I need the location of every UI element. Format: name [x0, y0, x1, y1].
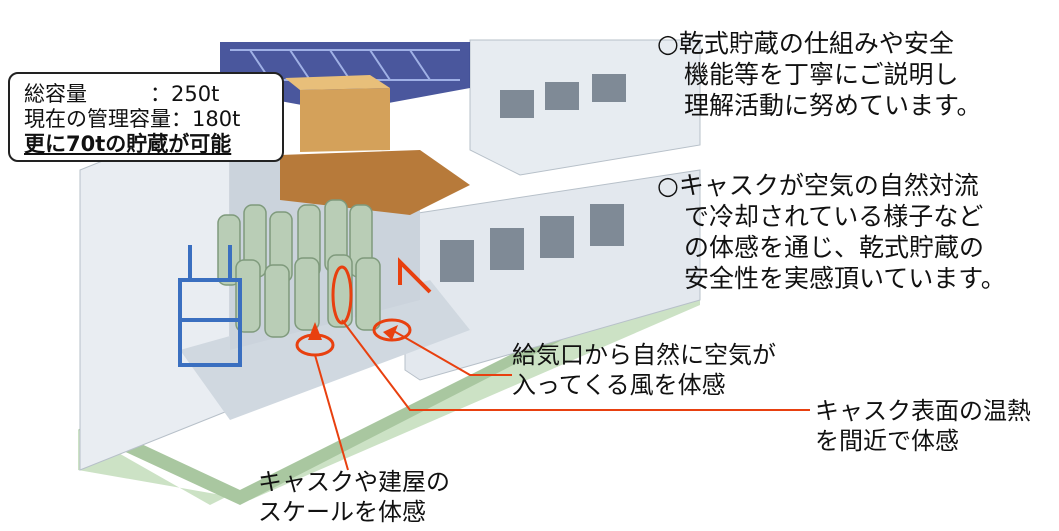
crane-box [300, 88, 390, 152]
anno-air-intake-line1: 給気口から自然に空気が [512, 341, 776, 369]
vent-group-upper [500, 74, 626, 118]
ground-grass [78, 240, 700, 505]
note-convection-line4: 安全性を実感頂いています。 [684, 264, 1006, 293]
callout-lines [314, 319, 810, 471]
note-explanation-line1: ○乾式貯蔵の仕組みや安全 [657, 29, 954, 58]
hall-left-wall [79, 109, 231, 471]
note-convection-line1: ○キャスクが空気の自然対流 [657, 171, 979, 200]
anno-air-intake-line2: 入ってくる風を体感 [512, 371, 726, 399]
note-convection-line2: で冷却されている様子など [684, 202, 984, 231]
exhaust-stack [398, 257, 432, 294]
vent-group-lower [440, 204, 624, 282]
anno-cask-heat-line2: を間近で体感 [815, 427, 959, 455]
current-capacity-text: 現在の管理容量：180t [24, 107, 241, 131]
anno-cask-heat-line1: キャスク表面の温熱 [815, 397, 1031, 425]
blue-equipment [178, 245, 242, 367]
note-convection-line3: の体感を通じ、乾式貯蔵の [684, 233, 985, 262]
note-explanation-line2: 機能等を丁寧にご説明し [684, 60, 959, 89]
hall-floor [180, 280, 470, 420]
anno-scale-line1: キャスクや建屋の [258, 468, 450, 496]
anno-scale-line2: スケールを体感 [258, 498, 426, 526]
capacity-box: 総容量 ：250t 現在の管理容量：180t 更に70tの貯蔵が可能 [8, 72, 284, 162]
total-capacity-text: 総容量 ：250t [24, 82, 220, 106]
building-upper-right [469, 39, 701, 176]
additional-capacity-text: 更に70tの貯蔵が可能 [24, 132, 232, 156]
crane-platform [280, 150, 470, 215]
crane-top [285, 75, 390, 90]
airflow-arrows [308, 322, 398, 340]
note-explanation-line3: 理解活動に努めています。 [684, 91, 982, 120]
